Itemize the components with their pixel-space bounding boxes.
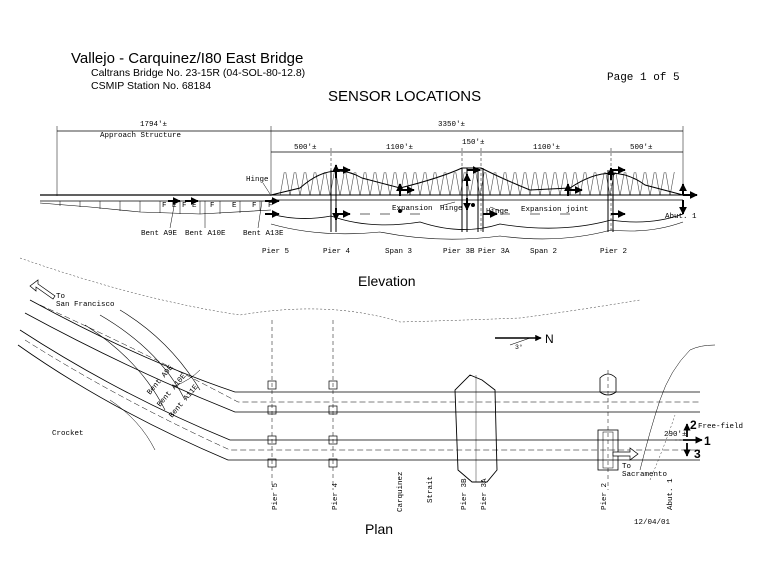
elevation-caption: Elevation	[358, 273, 416, 289]
pier-label: Pier 2	[600, 248, 627, 256]
elevation-labels: 1794'± Approach Structure 3350'± 500'± 1…	[100, 121, 697, 256]
pier-label: Pier 3A	[481, 478, 489, 510]
axis-labels: 1 2 3	[690, 418, 711, 461]
pier-label: Pier 5	[272, 482, 280, 510]
pier-label: Pier 3A	[478, 248, 510, 256]
station-number: CSMIP Station No. 68184	[91, 80, 212, 92]
approach-label: Approach Structure	[100, 132, 181, 140]
roadway-edge	[29, 299, 700, 393]
callout-hinge-mid: Hinge	[440, 205, 463, 213]
pier-label: Pier 3B	[443, 248, 475, 256]
axis-3: 3	[694, 447, 701, 461]
strait-label: Carquinez	[397, 471, 405, 512]
plan-labels: To San Francisco Crocket N 3° Bent A9E B…	[52, 293, 743, 527]
to-san-francisco: To San Francisco	[56, 293, 115, 309]
dim-center: 150'±	[462, 139, 485, 147]
callout-expansion-joint: Expansion joint	[521, 206, 589, 214]
to-sacramento: To Sacramento	[622, 463, 668, 479]
bent-label: Bent A9E	[141, 230, 178, 238]
approach-dim: 1794'±	[140, 121, 168, 129]
bridge-number: Caltrans Bridge No. 23-15R (04-SOL-80-12…	[91, 67, 306, 79]
bent-label: Bent A13E	[243, 230, 284, 238]
pier-label: Pier 5	[262, 248, 290, 256]
approach-mark: F	[210, 202, 215, 210]
north-label: N	[545, 332, 554, 346]
pier-label: Pier 4	[323, 248, 351, 256]
approach-mark: F	[162, 202, 167, 210]
truss-span	[270, 167, 684, 201]
piers-elevation	[330, 168, 614, 232]
pier-label: Pier 2	[601, 483, 609, 510]
approach-mark: E	[192, 202, 197, 210]
callout-expansion: Expansion	[392, 205, 433, 213]
crockett-label: Crocket	[52, 430, 84, 438]
approach-mark: F	[182, 202, 187, 210]
dim-500-right: 500'±	[630, 144, 653, 152]
callout-abut: Abut. 1	[665, 213, 697, 221]
sensor-arrows-elevation	[168, 164, 698, 221]
drawing-date: 12/04/01	[634, 519, 671, 527]
free-field-distance: 290'±	[664, 431, 687, 439]
bent-label: Bent A10E	[185, 230, 226, 238]
total-dim: 3350'±	[438, 121, 466, 129]
approach-mark: F	[252, 202, 257, 210]
dim-500-left: 500'±	[294, 144, 317, 152]
callout-hinge-left: Hinge	[246, 176, 269, 184]
sheet-heading: SENSOR LOCATIONS	[328, 88, 482, 105]
axis-1: 1	[704, 434, 711, 448]
dim-1100-left: 1100'±	[386, 144, 414, 152]
strait-label: Strait	[427, 476, 435, 503]
north-angle: 3°	[515, 343, 523, 351]
page-number: Page 1 of 5	[607, 72, 680, 84]
axis-2: 2	[690, 418, 697, 432]
plan-caption: Plan	[365, 521, 393, 537]
approach-mark: E	[232, 202, 237, 210]
dim-1100-right: 1100'±	[533, 144, 561, 152]
drawing-title: Vallejo - Carquinez/I80 East Bridge	[71, 50, 304, 67]
approach-mark: F	[268, 202, 273, 210]
callout-hinge-right: Hinge	[486, 208, 509, 216]
pier-3-caisson	[454, 374, 498, 483]
pier-label: Pier 4	[332, 482, 340, 510]
water-line	[270, 213, 684, 230]
span-label: Span 2	[530, 248, 557, 256]
free-field-label: Free-field	[698, 423, 743, 431]
abut-label: Abut. 1	[667, 478, 675, 510]
elevation-view	[39, 126, 698, 240]
pier-label: Pier 3B	[461, 478, 469, 510]
plan-view	[17, 257, 716, 490]
approach-mark: E	[172, 202, 177, 210]
span-label: Span 3	[385, 248, 413, 256]
